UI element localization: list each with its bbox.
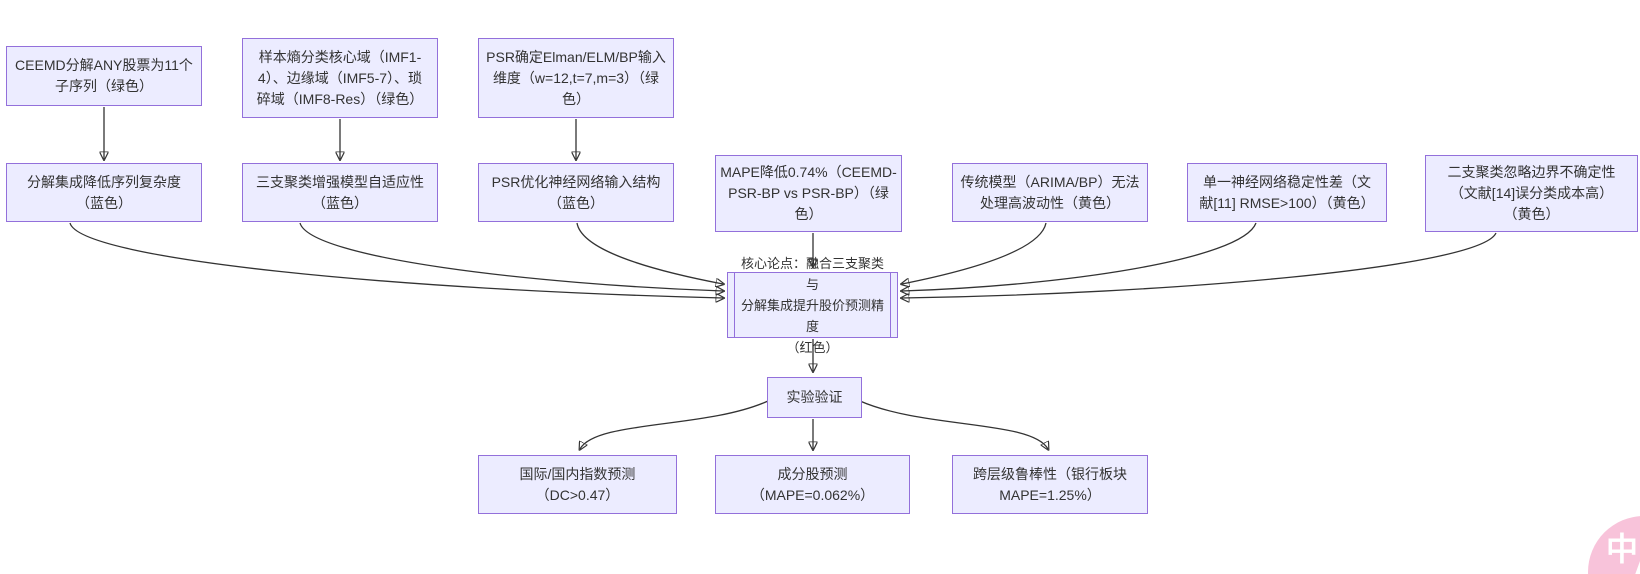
node-index-prediction: 国际/国内指数预测 （DC>0.47） [478,455,677,514]
node-label: 分解集成降低序列复杂度 （蓝色） [27,173,181,211]
node-component-stock-prediction: 成分股预测 （MAPE=0.062%） [715,455,910,514]
node-psr-dimension: PSR确定Elman/ELM/BP输入 维度（w=12,t=7,m=3）（绿 色… [478,38,674,118]
node-label: 二支聚类忽略边界不确定性 （文献[14]误分类成本高） （黄色） [1447,164,1616,222]
node-label: 成分股预测 （MAPE=0.062%） [750,465,875,503]
node-sample-entropy: 样本熵分类核心域（IMF1- 4）、边缘域（IMF5-7）、琐 碎域（IMF8-… [242,38,438,118]
node-label: 样本熵分类核心域（IMF1- 4）、边缘域（IMF5-7）、琐 碎域（IMF8-… [256,48,424,107]
node-label: 单一神经网络稳定性差（文 献[11] RMSE>100）（黄色） [1199,173,1375,211]
translate-button[interactable]: 中 A [1588,516,1640,574]
edge-singlenn-to-core [902,222,1257,291]
edge-experiment-to-robustness [859,400,1048,449]
node-label: PSR优化神经网络输入结构 （蓝色） [491,173,661,211]
node-label: CEEMD分解ANY股票为11个 子序列（绿色） [15,57,193,94]
translate-zh-icon: 中 [1606,531,1639,567]
node-label: 跨层级鲁棒性（银行板块 MAPE=1.25%） [973,465,1127,503]
node-label: 核心论点：融合三支聚类与 分解集成提升股价预测精度 （红色） [740,255,884,355]
node-label: 国际/国内指数预测 （DC>0.47） [519,465,636,503]
node-mape-reduction: MAPE降低0.74%（CEEMD- PSR-BP vs PSR-BP）（绿 色… [715,155,902,232]
node-psr-optimization: PSR优化神经网络输入结构 （蓝色） [478,163,674,222]
node-label: 传统模型（ARIMA/BP）无法 处理高波动性（黄色） [960,173,1140,211]
node-three-way-clustering: 三支聚类增强模型自适应性 （蓝色） [242,163,438,222]
edge-experiment-to-indexpred [580,400,769,449]
node-traditional-models: 传统模型（ARIMA/BP）无法 处理高波动性（黄色） [952,163,1148,222]
node-two-way-clustering: 二支聚类忽略边界不确定性 （文献[14]误分类成本高） （黄色） [1425,155,1638,232]
edge-twoway-to-core [902,232,1497,298]
node-ceemd-decomposition: CEEMD分解ANY股票为11个 子序列（绿色） [6,46,202,106]
node-label: 实验验证 [786,389,843,405]
edge-threeway-to-core [299,222,723,291]
node-single-neural-network: 单一神经网络稳定性差（文 献[11] RMSE>100）（黄色） [1187,163,1387,222]
node-decomposition-ensemble: 分解集成降低序列复杂度 （蓝色） [6,163,202,222]
node-core-thesis: 核心论点：融合三支聚类与 分解集成提升股价预测精度 （红色） [727,256,898,355]
node-label: 三支聚类增强模型自适应性 （蓝色） [256,173,424,211]
edge-traditional-to-core [902,222,1047,284]
node-label: MAPE降低0.74%（CEEMD- PSR-BP vs PSR-BP）（绿 色… [720,164,897,222]
translate-a-icon: A [1634,542,1640,574]
edge-decompose-to-core [69,222,723,298]
edge-psropt-to-core [576,222,723,284]
node-experiment-validation: 实验验证 [767,377,862,418]
node-robustness: 跨层级鲁棒性（银行板块 MAPE=1.25%） [952,455,1148,514]
node-label: PSR确定Elman/ELM/BP输入 维度（w=12,t=7,m=3）（绿 色… [486,48,666,107]
